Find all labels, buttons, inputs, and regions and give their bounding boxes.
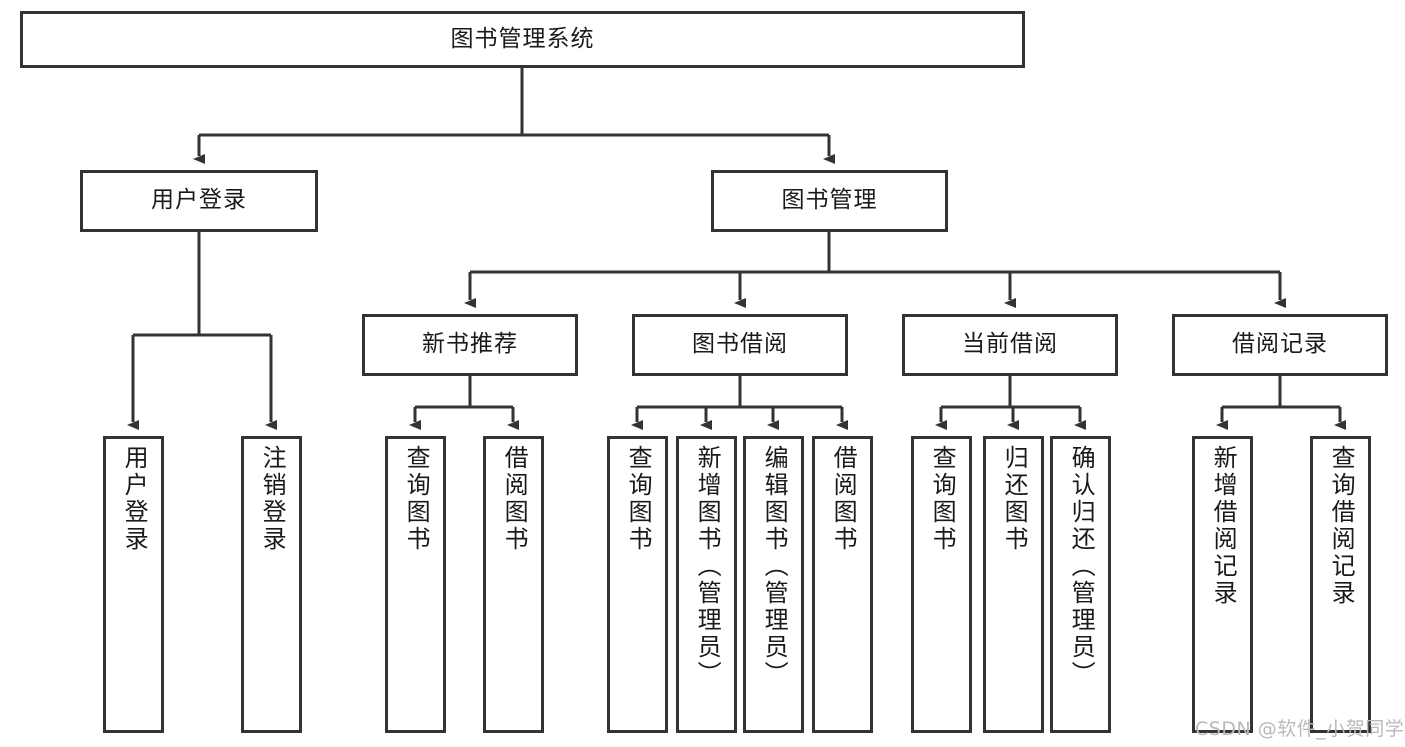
node-root[interactable]: 图书管理系统 [20, 11, 1025, 68]
node-leaf-br-add-label: 新增借阅记录 [1209, 445, 1238, 607]
node-book-borrow[interactable]: 图书借阅 [632, 314, 848, 376]
node-leaf-bb-add[interactable]: 新增图书（管理员） [676, 436, 737, 733]
node-borrow-record-label: 借阅记录 [1232, 331, 1328, 358]
node-leaf-user-login[interactable]: 用户登录 [103, 436, 164, 733]
node-leaf-br-add[interactable]: 新增借阅记录 [1192, 436, 1253, 733]
node-root-label: 图书管理系统 [450, 25, 595, 52]
node-book-manage[interactable]: 图书管理 [711, 170, 948, 232]
node-leaf-rec-borrow-label: 借阅图书 [500, 445, 529, 553]
node-leaf-rec-query-label: 查询图书 [402, 445, 431, 553]
node-leaf-rec-query[interactable]: 查询图书 [385, 436, 446, 733]
node-leaf-bb-edit-label: 编辑图书（管理员） [760, 445, 789, 688]
node-new-book-rec[interactable]: 新书推荐 [362, 314, 578, 376]
node-book-borrow-label: 图书借阅 [692, 331, 788, 358]
node-leaf-bb-edit[interactable]: 编辑图书（管理员） [743, 436, 804, 733]
node-leaf-user-login-label: 用户登录 [120, 445, 149, 553]
node-user-login-label: 用户登录 [151, 187, 247, 214]
node-leaf-user-logout[interactable]: 注销登录 [241, 436, 302, 733]
node-leaf-cb-query-label: 查询图书 [928, 445, 957, 553]
node-current-borrow[interactable]: 当前借阅 [902, 314, 1118, 376]
node-borrow-record[interactable]: 借阅记录 [1172, 314, 1388, 376]
node-leaf-cb-return-label: 归还图书 [1000, 445, 1029, 553]
node-user-login[interactable]: 用户登录 [80, 170, 318, 232]
node-leaf-bb-query[interactable]: 查询图书 [607, 436, 668, 733]
node-leaf-bb-add-label: 新增图书（管理员） [693, 445, 722, 688]
node-leaf-rec-borrow[interactable]: 借阅图书 [483, 436, 544, 733]
node-leaf-bb-query-label: 查询图书 [624, 445, 653, 553]
node-leaf-cb-return[interactable]: 归还图书 [983, 436, 1044, 733]
node-leaf-bb-borrow[interactable]: 借阅图书 [812, 436, 873, 733]
node-leaf-br-query[interactable]: 查询借阅记录 [1310, 436, 1371, 733]
node-leaf-cb-confirm[interactable]: 确认归还（管理员） [1050, 436, 1111, 733]
node-new-book-rec-label: 新书推荐 [422, 331, 518, 358]
node-leaf-bb-borrow-label: 借阅图书 [829, 445, 858, 553]
csdn-watermark: CSDN @软件_小贺同学 [1195, 718, 1405, 740]
node-book-manage-label: 图书管理 [781, 187, 878, 214]
node-leaf-br-query-label: 查询借阅记录 [1327, 445, 1356, 607]
node-leaf-cb-confirm-label: 确认归还（管理员） [1067, 445, 1096, 688]
node-leaf-cb-query[interactable]: 查询图书 [911, 436, 972, 733]
node-current-borrow-label: 当前借阅 [962, 331, 1058, 358]
node-leaf-user-logout-label: 注销登录 [258, 445, 287, 553]
